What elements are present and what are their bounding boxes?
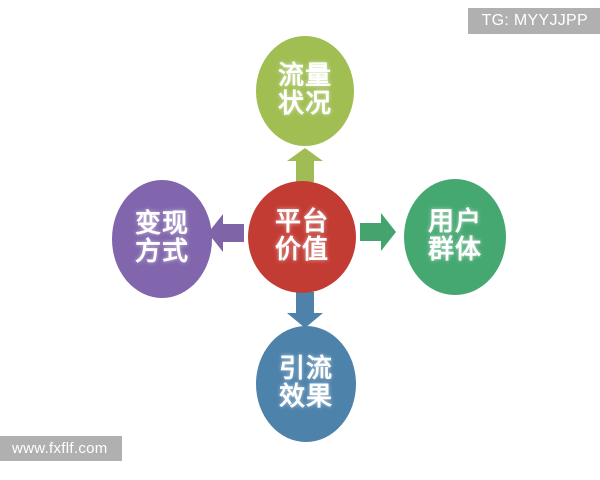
node-label-line1: 变现 bbox=[134, 209, 189, 240]
node-user-group[interactable]: 用户 群体 bbox=[404, 179, 506, 295]
node-label-line1: 平台 bbox=[274, 207, 329, 238]
node-traffic-status[interactable]: 流量 状况 bbox=[256, 36, 354, 146]
arrow-up-icon bbox=[287, 148, 323, 182]
node-traffic-driving-effect[interactable]: 引流 效果 bbox=[256, 326, 356, 442]
node-label-line2: 方式 bbox=[134, 237, 189, 267]
node-platform-value[interactable]: 平台 价值 bbox=[248, 181, 356, 293]
node-monetization-method[interactable]: 变现 方式 bbox=[112, 180, 212, 298]
arrow-right-icon bbox=[360, 213, 396, 251]
node-label-line2: 状况 bbox=[277, 89, 332, 119]
node-label-line1: 流量 bbox=[277, 61, 332, 92]
node-label-line1: 用户 bbox=[427, 207, 482, 238]
node-label-line2: 群体 bbox=[427, 235, 482, 265]
arrow-left-icon bbox=[208, 214, 244, 252]
node-label-line1: 引流 bbox=[278, 354, 333, 385]
watermark-top-right: TG: MYYJJPP bbox=[467, 8, 600, 34]
node-label-line2: 效果 bbox=[278, 382, 333, 412]
node-label-line2: 价值 bbox=[274, 235, 329, 265]
watermark-bottom-left: www.fxflf.com bbox=[0, 436, 122, 461]
arrow-down-icon bbox=[287, 292, 323, 328]
